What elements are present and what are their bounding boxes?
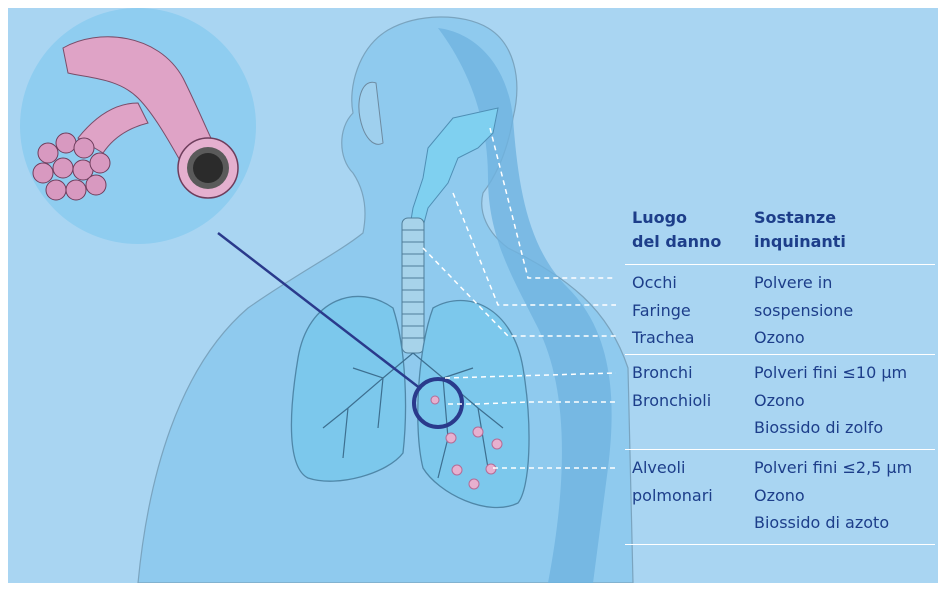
place-bronchi: Bronchi: [632, 359, 711, 387]
substance-item: Ozono: [754, 324, 853, 352]
diagram-frame: Luogo del danno Sostanze inquinanti Occh…: [8, 8, 938, 583]
magnified-airway-view: [20, 8, 256, 244]
substance-item: Polveri fini ≤10 µm: [754, 359, 907, 387]
places-column: Alveoli polmonari: [632, 454, 713, 509]
place-trachea: Trachea: [632, 324, 694, 352]
substance-item: Polveri fini ≤2,5 µm: [754, 454, 912, 482]
table-group-alveoli: Alveoli polmonari Polveri fini ≤2,5 µm O…: [625, 449, 935, 545]
table-group-upper-airways: Occhi Faringe Trachea Polvere in sospens…: [625, 264, 935, 354]
table-group-bronchi: Bronchi Bronchioli Polveri fini ≤10 µm O…: [625, 354, 935, 449]
substances-column: Polvere in sospensione Ozono: [754, 269, 853, 352]
header-place: Luogo del danno: [632, 206, 721, 254]
substance-item: Biossido di azoto: [754, 509, 912, 537]
place-occhi: Occhi: [632, 269, 694, 297]
substance-item: Biossido di zolfo: [754, 414, 907, 442]
substance-item: Ozono: [754, 482, 912, 510]
substance-item: Ozono: [754, 387, 907, 415]
place-bronchioli: Bronchioli: [632, 387, 711, 415]
pollutants-table: Luogo del danno Sostanze inquinanti Occh…: [625, 206, 935, 545]
substance-item: Polvere in: [754, 269, 853, 297]
substance-item: sospensione: [754, 297, 853, 325]
substances-column: Polveri fini ≤2,5 µm Ozono Biossido di a…: [754, 454, 912, 537]
trachea: [402, 218, 424, 353]
place-faringe: Faringe: [632, 297, 694, 325]
place-alveoli: Alveoli: [632, 454, 713, 482]
place-polmonari: polmonari: [632, 482, 713, 510]
places-column: Bronchi Bronchioli: [632, 359, 711, 414]
places-column: Occhi Faringe Trachea: [632, 269, 694, 352]
header-substances: Sostanze inquinanti: [754, 206, 846, 254]
table-header: Luogo del danno Sostanze inquinanti: [625, 206, 935, 264]
substances-column: Polveri fini ≤10 µm Ozono Biossido di zo…: [754, 359, 907, 442]
